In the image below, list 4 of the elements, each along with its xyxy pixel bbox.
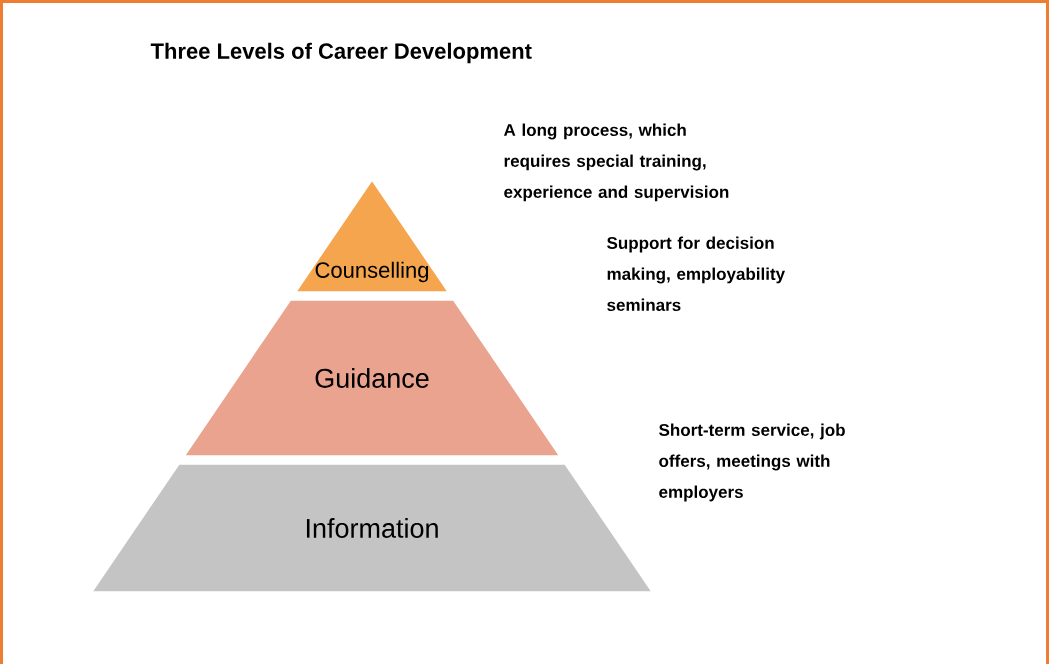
level-description: Short-term service, job offers, meetings with employers bbox=[659, 423, 845, 502]
level-description: Support for decision making, employability seminars bbox=[607, 236, 785, 311]
level-description: A long process, which requires special training, experience and supervision bbox=[503, 123, 729, 202]
title: Three Levels of Career Development bbox=[150, 42, 532, 64]
